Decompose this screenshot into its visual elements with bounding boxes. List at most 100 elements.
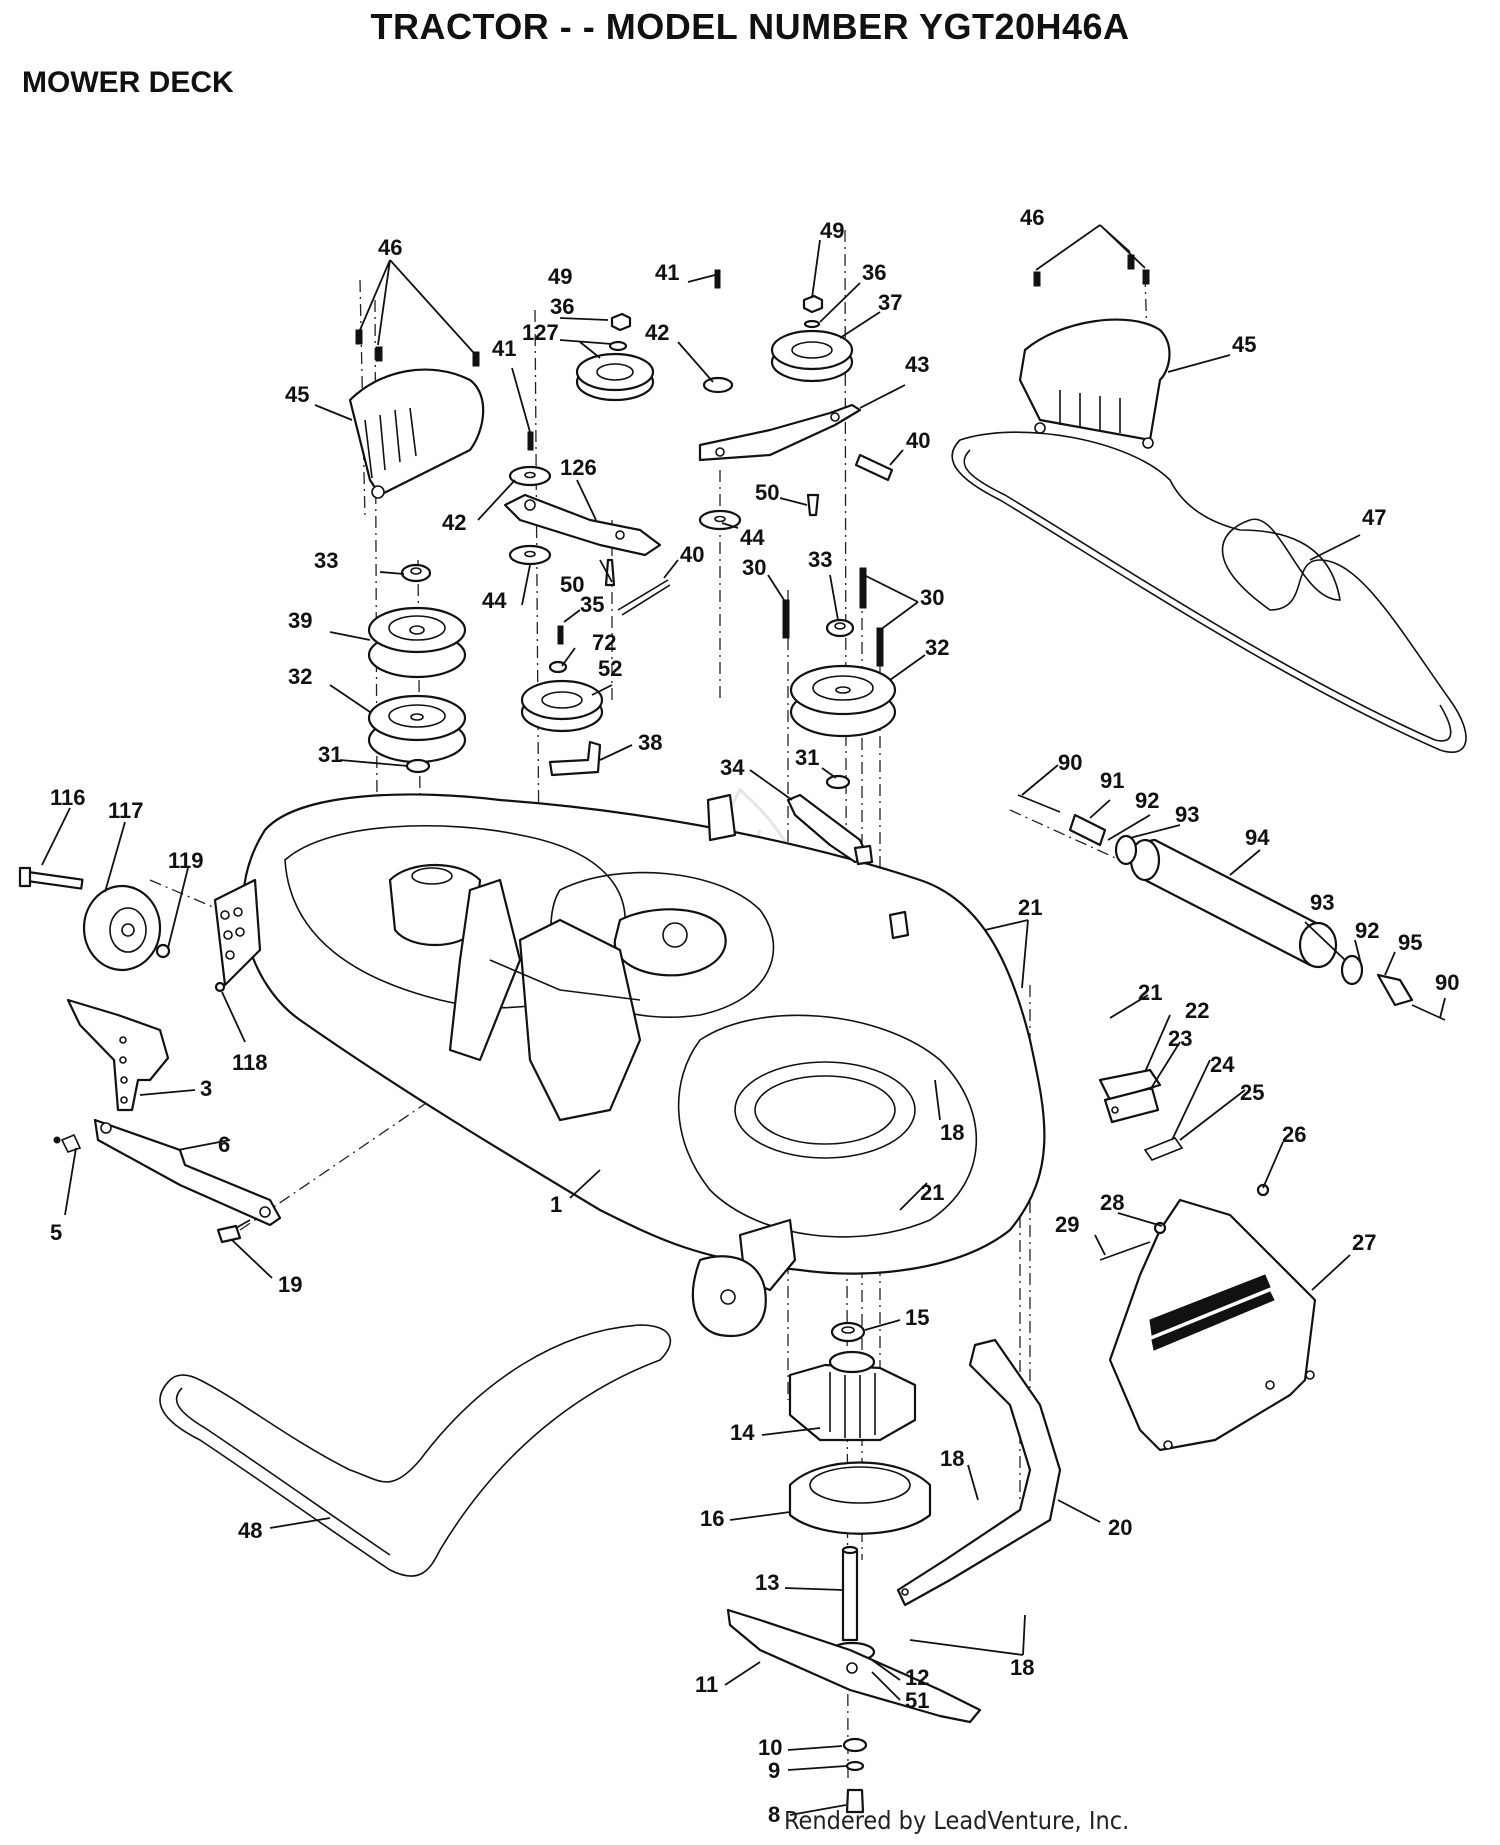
callout-13: 13 — [755, 1570, 779, 1595]
callout-34: 34 — [720, 755, 745, 780]
callout-15: 15 — [905, 1305, 929, 1330]
lift-bracket-and-bar — [53, 998, 282, 1244]
belt-cover-right — [1018, 318, 1171, 449]
drive-belt-47 — [951, 431, 1467, 753]
callout-48: 48 — [238, 1518, 262, 1543]
callout-33-right: 33 — [808, 547, 832, 572]
callout-43: 43 — [905, 352, 929, 377]
callout-119: 119 — [168, 848, 204, 873]
pulley-32-right — [789, 664, 897, 738]
callout-18-top: 18 — [940, 1120, 964, 1145]
callout-40-right: 40 — [906, 428, 930, 453]
spindle-housing-14 — [788, 1350, 917, 1442]
spring-40-left — [617, 579, 671, 616]
callout-10: 10 — [758, 1735, 782, 1760]
callout-25: 25 — [1240, 1080, 1264, 1105]
callout-32-left: 32 — [288, 664, 312, 689]
idler-pulley-127 — [575, 352, 655, 402]
callout-49-left: 49 — [548, 264, 572, 289]
callout-18-mid: 18 — [940, 1446, 964, 1471]
callout-26: 26 — [1282, 1122, 1306, 1147]
callout-16: 16 — [700, 1506, 724, 1531]
callout-40-left: 40 — [680, 542, 704, 567]
callout-117: 117 — [108, 798, 144, 823]
callout-28: 28 — [1100, 1190, 1124, 1215]
callout-1: 1 — [550, 1192, 562, 1217]
washers-10-9-bolt-8 — [842, 1737, 868, 1814]
callout-19: 19 — [278, 1272, 302, 1297]
callout-45-right: 45 — [1232, 332, 1256, 357]
callout-29: 29 — [1055, 1212, 1079, 1237]
callout-127: 127 — [522, 320, 559, 345]
nut-33-left — [400, 563, 432, 583]
bracket-38 — [548, 740, 602, 777]
callout-21-mid: 21 — [920, 1180, 944, 1205]
callout-22: 22 — [1185, 998, 1209, 1023]
bolts-30 — [782, 567, 884, 667]
callout-33-left: 33 — [314, 548, 338, 573]
chute-pin-29-spring-25 — [1098, 1068, 1270, 1261]
callout-36-left: 36 — [550, 294, 574, 319]
callout-126: 126 — [560, 455, 597, 480]
bracket-34 — [786, 793, 874, 866]
callout-92-right: 92 — [1355, 918, 1379, 943]
callout-5: 5 — [50, 1220, 62, 1245]
mower-deck-housing — [213, 793, 1046, 1337]
idler-arm-126 — [503, 493, 662, 557]
nut-49-washer-36-left — [608, 312, 632, 352]
drive-belt-48 — [159, 1324, 672, 1577]
callout-41-left: 41 — [492, 336, 516, 361]
washers-126-stack — [508, 431, 616, 587]
callout-90-left: 90 — [1058, 750, 1082, 775]
callout-6: 6 — [218, 1132, 230, 1157]
callout-93-right: 93 — [1310, 890, 1334, 915]
callout-94: 94 — [1245, 825, 1270, 850]
callout-44-right: 44 — [740, 525, 765, 550]
callout-14: 14 — [730, 1420, 755, 1445]
callout-32-right: 32 — [925, 635, 949, 660]
callout-37: 37 — [878, 290, 902, 315]
callout-21-top: 21 — [1018, 895, 1042, 920]
callout-51: 51 — [905, 1688, 929, 1713]
callout-44-left: 44 — [482, 588, 507, 613]
callout-41-right: 41 — [655, 260, 679, 285]
callout-24: 24 — [1210, 1052, 1235, 1077]
callout-18-bottom: 18 — [1010, 1655, 1034, 1680]
nut-33-right — [825, 618, 855, 638]
callout-36-right: 36 — [862, 260, 886, 285]
callout-35: 35 — [580, 592, 604, 617]
callout-47: 47 — [1362, 505, 1386, 530]
callout-38: 38 — [638, 730, 662, 755]
washer-31-right — [825, 774, 851, 790]
callout-93-left: 93 — [1175, 802, 1199, 827]
callout-42-left: 42 — [442, 510, 466, 535]
washer-31-left — [405, 758, 431, 774]
idler-pulley-37 — [770, 294, 854, 383]
callout-50-left: 50 — [560, 572, 584, 597]
callout-50-right: 50 — [755, 480, 779, 505]
spindle-shaft-13 — [828, 1545, 876, 1663]
callout-8: 8 — [768, 1802, 780, 1827]
callout-46-left: 46 — [378, 235, 402, 260]
pulley-39 — [367, 606, 467, 679]
discharge-chute-27 — [1108, 1198, 1317, 1452]
blade-11 — [726, 1608, 982, 1724]
callout-46-right: 46 — [1020, 205, 1044, 230]
idler-arm-43 — [698, 403, 862, 462]
callout-21-right: 21 — [1138, 980, 1162, 1005]
callout-95: 95 — [1398, 930, 1422, 955]
callout-39: 39 — [288, 608, 312, 633]
washers-42-44-right — [698, 269, 820, 531]
callout-12: 12 — [905, 1665, 929, 1690]
callout-31-left: 31 — [318, 742, 342, 767]
gauge-wheel-left — [18, 866, 226, 993]
belt-cover-left — [348, 368, 485, 499]
callout-23: 23 — [1168, 1026, 1192, 1051]
callout-45-left: 45 — [285, 382, 309, 407]
callout-72: 72 — [592, 630, 616, 655]
callout-90-right: 90 — [1435, 970, 1459, 995]
callout-11: 11 — [695, 1672, 718, 1697]
footer-credit: Rendered by LeadVenture, Inc. — [784, 1806, 1130, 1835]
callout-27: 27 — [1352, 1230, 1376, 1255]
cover-bolts — [355, 254, 1150, 367]
